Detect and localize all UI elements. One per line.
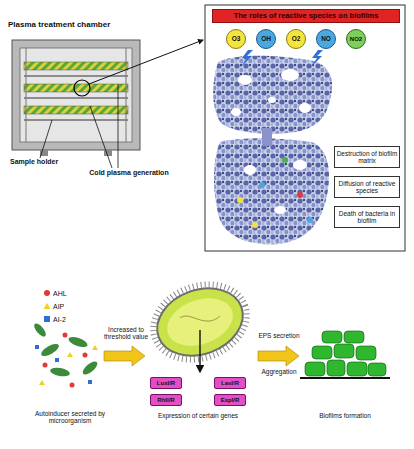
gene-box: RhlI/R: [150, 394, 182, 406]
node-text: The roles of reactive species on biofilm…: [234, 12, 379, 20]
legend-shape: [44, 316, 50, 322]
lightning-symbol: [310, 50, 323, 68]
node-text: O3: [232, 35, 241, 42]
arrow-label: EPS secretion: [253, 332, 305, 339]
process-box: Destruction of biofilm matrix: [334, 146, 400, 168]
legend-text: AHL: [53, 290, 67, 297]
node-text: LasI/R: [221, 380, 239, 387]
panel-heading: Plasma treatment chamber: [8, 20, 158, 29]
species-circle: OH: [256, 29, 276, 49]
gene-box: LuxI/R: [150, 377, 182, 389]
legend-text: AI-2: [53, 316, 66, 323]
stage-caption: Expression of certain genes: [148, 412, 248, 419]
bacteria-cluster: [32, 322, 99, 388]
legend-shape: [44, 290, 50, 296]
process-box: Death of bacteria in biofilm: [334, 206, 400, 228]
legend-shape: [44, 303, 51, 309]
node-text: RhlI/R: [157, 397, 174, 404]
gene-box: ExpI/R: [214, 394, 246, 406]
species-circle: NO: [316, 29, 336, 49]
legend-text: AIP: [53, 303, 64, 310]
lightning-symbol: [240, 50, 253, 68]
zoom-arrow: [89, 40, 203, 84]
node-text: ExpI/R: [221, 397, 240, 404]
leader-line: [90, 106, 112, 168]
biofilm-illustration: [213, 56, 332, 245]
arrow-label: Increased to threshold value: [100, 326, 152, 341]
stage-caption: Biofilms formation: [300, 412, 390, 419]
block-arrow: [258, 346, 299, 366]
part-label: Sample holder: [10, 158, 80, 166]
leader-line: [118, 84, 119, 168]
title-band: The roles of reactive species on biofilm…: [212, 9, 400, 23]
node-text: O2: [292, 35, 301, 42]
node-text: LuxI/R: [157, 380, 175, 387]
leader-line: [40, 120, 52, 158]
node-text: NO: [321, 35, 331, 42]
node-text: OH: [261, 35, 271, 42]
arrow-label: Aggregation: [253, 368, 305, 375]
gene-box: LasI/R: [214, 377, 246, 389]
node-text: NO2: [350, 36, 362, 43]
node-text: Destruction of biofilm matrix: [335, 150, 399, 164]
stage-caption: Autoinducer secreted by microorganism: [30, 410, 110, 425]
species-circle: O3: [226, 29, 246, 49]
zoom-panel: [205, 5, 405, 251]
bacterium-cell: [143, 272, 258, 372]
block-arrow: [104, 346, 145, 366]
node-text: Diffusion of reactive species: [335, 180, 399, 194]
plasma-chamber: [12, 40, 140, 156]
biofilm-mass: [300, 331, 390, 378]
species-circle: NO2: [346, 29, 366, 49]
process-box: Diffusion of reactive species: [334, 176, 400, 198]
node-text: Death of bacteria in biofilm: [335, 210, 399, 224]
species-circle: O2: [286, 29, 306, 49]
part-label: Cold plasma generation: [84, 169, 174, 177]
